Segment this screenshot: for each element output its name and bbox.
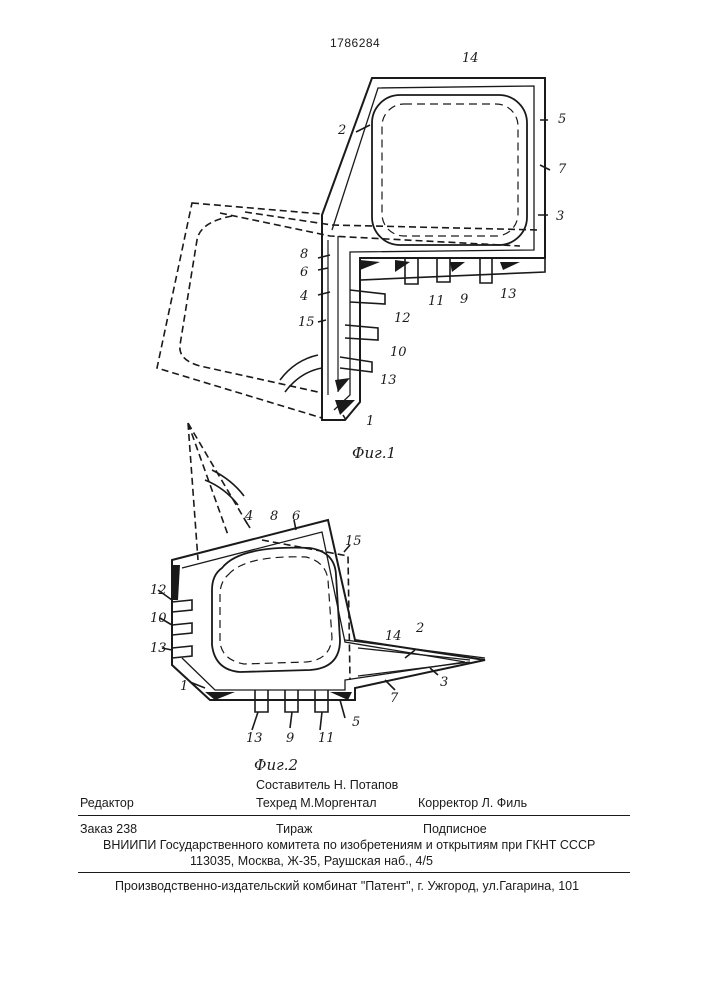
compiler: Составитель Н. Потапов [256,778,398,792]
fig2-label-12: 12 [150,583,167,598]
fig2-label-8: 8 [270,509,278,524]
circulation: Тираж [276,822,312,836]
subscription: Подписное [423,822,487,836]
fig2-label-13a: 13 [150,641,167,656]
fig2-inner-window [212,548,340,672]
fig2-housing [172,520,485,700]
fig2-label-2: 2 [415,621,424,636]
fig2-caption: Фиг.2 [254,756,298,774]
vniipi: ВНИИПИ Государственного комитета по изоб… [103,838,595,852]
techred: Техред М.Моргентал [256,796,377,810]
address: 113035, Москва, Ж-35, Раушская наб., 4/5 [190,854,433,868]
fig2-label-7: 7 [390,691,399,706]
fig2-label-3: 3 [440,675,448,690]
fig2-label-11: 11 [318,731,335,746]
corrector: Корректор Л. Филь [418,796,527,810]
fig2-label-4: 4 [244,509,253,524]
figure-2-drawing: 4 8 6 15 12 10 13 1 14 2 3 7 5 13 9 11 Ф… [0,0,707,780]
fig2-label-1: 1 [180,679,188,694]
fig2-label-15: 15 [345,534,362,549]
fig2-label-10: 10 [150,611,167,626]
fig2-label-14: 14 [385,629,402,644]
fig2-label-9: 9 [286,731,294,746]
fig2-label-13b: 13 [246,731,263,746]
order: Заказ 238 [80,822,137,836]
editor: Редактор [80,796,134,810]
fig2-label-5: 5 [352,715,360,730]
fig2-label-6: 6 [292,509,300,524]
publisher: Производственно-издательский комбинат "П… [115,879,579,893]
imprint-divider-top [78,815,630,816]
imprint-divider-bottom [78,872,630,873]
